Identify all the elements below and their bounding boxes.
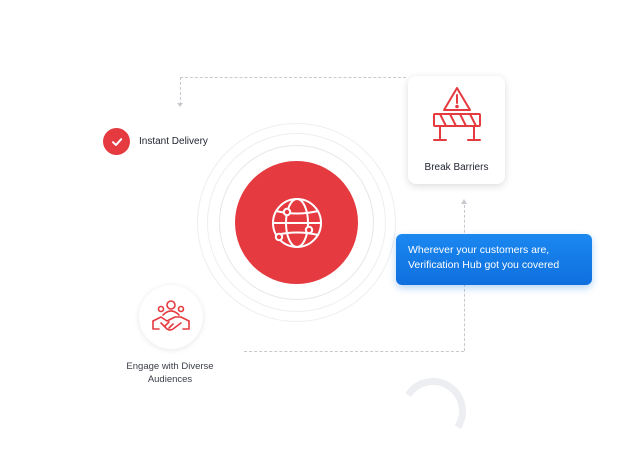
- break-barriers-label: Break Barriers: [424, 162, 489, 173]
- engage-audiences-label: Engage with Diverse Audiences: [110, 360, 230, 386]
- break-barriers-card: Break Barriers: [408, 76, 505, 184]
- engage-label-line-2: Audiences: [147, 374, 193, 385]
- callout-line-1: Wherever your customers are,: [408, 244, 550, 256]
- connector-top-horizontal: [180, 77, 406, 78]
- globe-ring-inner: [219, 145, 374, 300]
- check-icon: [111, 137, 122, 146]
- arrow-up-indicator: [461, 199, 467, 204]
- handshake-badge: [139, 285, 203, 349]
- globe-ring-outer: [197, 123, 396, 322]
- coverage-callout: Wherever your customers are, Verificatio…: [396, 234, 592, 285]
- check-badge: [103, 128, 130, 155]
- globe-icon: [271, 197, 322, 248]
- globe-ring-middle: [207, 133, 386, 312]
- connector-top-left-vertical: [180, 77, 181, 105]
- connector-bottom-horizontal: [244, 351, 464, 352]
- instant-delivery-label: Instant Delivery: [139, 136, 208, 147]
- warning-barrier-icon: [433, 87, 481, 141]
- callout-line-2: Verification Hub got you covered: [408, 259, 560, 271]
- decorative-arc: [393, 371, 473, 450]
- engage-label-line-1: Engage with Diverse: [126, 361, 214, 372]
- globe-badge: [235, 161, 358, 284]
- handshake-icon: [152, 300, 190, 331]
- arrow-down-indicator: [177, 103, 183, 107]
